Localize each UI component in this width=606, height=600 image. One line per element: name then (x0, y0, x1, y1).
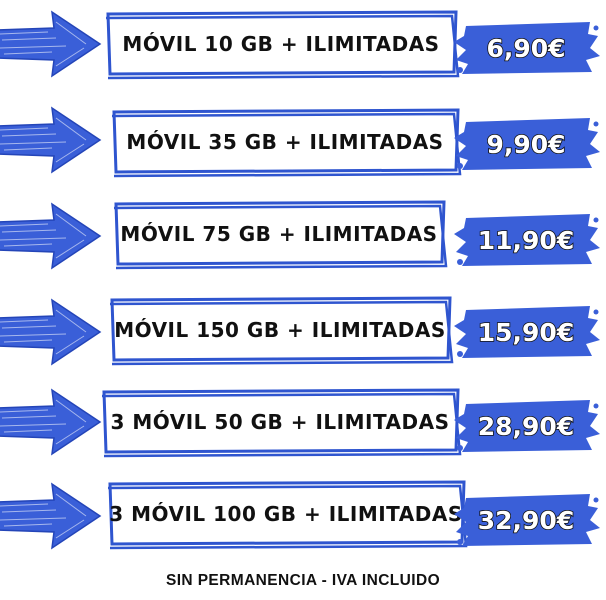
plan-name: MÓVIL 35 GB + ILIMITADAS (126, 130, 444, 154)
plan-name: 3 MÓVIL 50 GB + ILIMITADAS (110, 410, 450, 434)
arrow-right-icon (0, 10, 102, 78)
arrow-right-icon (0, 482, 102, 550)
plan-box: MÓVIL 10 GB + ILIMITADAS (105, 10, 460, 80)
plan-box: MÓVIL 150 GB + ILIMITADAS (109, 296, 454, 366)
plan-row: MÓVIL 150 GB + ILIMITADAS 15,90€ (0, 288, 606, 378)
price-tag: 9,90€ (452, 116, 602, 172)
price-tag: 32,90€ (452, 492, 602, 548)
footer-note: SIN PERMANENCIA - IVA INCLUIDO (165, 572, 441, 589)
plan-box: MÓVIL 75 GB + ILIMITADAS (113, 200, 448, 270)
plan-name: 3 MÓVIL 100 GB + ILIMITADAS (109, 502, 463, 526)
plan-price: 11,90€ (477, 225, 575, 256)
arrow-right-icon (0, 298, 102, 366)
plan-price: 28,90€ (477, 411, 575, 442)
plan-row: MÓVIL 35 GB + ILIMITADAS 9,90€ (0, 96, 606, 186)
plan-box: 3 MÓVIL 50 GB + ILIMITADAS (101, 388, 462, 458)
plan-box: MÓVIL 35 GB + ILIMITADAS (111, 108, 462, 178)
plan-name: MÓVIL 150 GB + ILIMITADAS (114, 318, 446, 342)
plan-price: 32,90€ (477, 505, 575, 536)
plan-price: 9,90€ (486, 129, 567, 160)
price-tag: 28,90€ (452, 398, 602, 454)
plan-row: 3 MÓVIL 50 GB + ILIMITADAS 28,90€ (0, 378, 606, 468)
plan-box: 3 MÓVIL 100 GB + ILIMITADAS (107, 480, 468, 550)
plan-row: MÓVIL 10 GB + ILIMITADAS 6,90€ (0, 0, 606, 90)
arrow-right-icon (0, 202, 102, 270)
price-tag: 11,90€ (452, 212, 602, 268)
plan-name: MÓVIL 75 GB + ILIMITADAS (120, 222, 438, 246)
price-tag: 6,90€ (452, 20, 602, 76)
plan-price: 6,90€ (486, 33, 567, 64)
plan-row: 3 MÓVIL 100 GB + ILIMITADAS 32,90€ (0, 472, 606, 562)
arrow-right-icon (0, 106, 102, 174)
plan-name: MÓVIL 10 GB + ILIMITADAS (122, 32, 440, 56)
plan-row: MÓVIL 75 GB + ILIMITADAS 11,90€ (0, 192, 606, 282)
price-tag: 15,90€ (452, 304, 602, 360)
arrow-right-icon (0, 388, 102, 456)
plan-price: 15,90€ (477, 317, 575, 348)
